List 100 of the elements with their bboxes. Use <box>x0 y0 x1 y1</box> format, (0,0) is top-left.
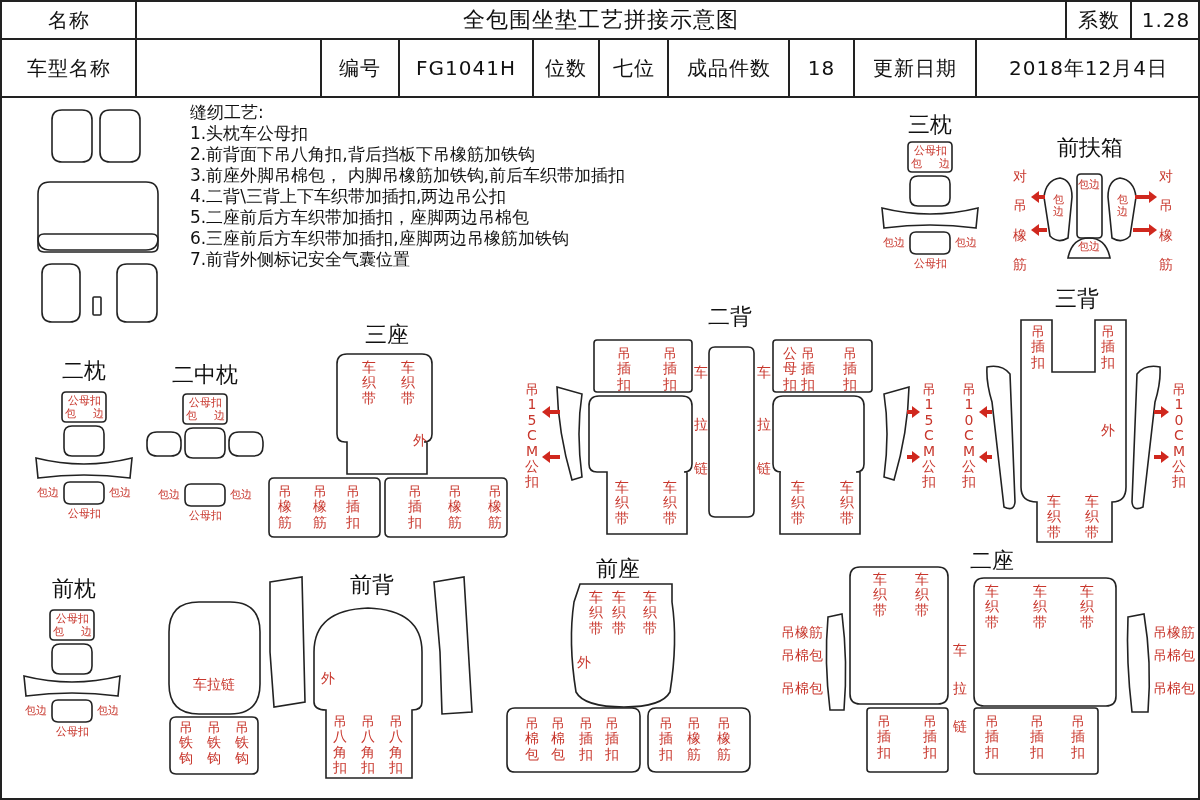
sewing-note: 包边 <box>955 236 977 250</box>
sewing-note: 车织带 <box>1085 494 1099 541</box>
section-heading: 二座 <box>970 548 1014 575</box>
sewing-note: 车织带 <box>1047 494 1061 541</box>
sewing-note: 吊10CM公扣 <box>962 382 976 490</box>
sewing-note: 吊橡筋 <box>488 484 502 531</box>
sewing-note: 公母扣 <box>913 257 947 271</box>
sewing-note: 吊15CM公扣 <box>525 382 539 490</box>
sewing-note: 链 <box>953 718 967 735</box>
sewing-note: 外 <box>413 432 427 449</box>
instruction-text: 6.三座前后方车织带加插扣,座脚两边吊橡筋加铁钩 <box>190 228 570 249</box>
sewing-note: 吊铁钩 <box>179 720 193 767</box>
instruction-text: 3.前座外脚吊棉包， 内脚吊橡筋加铁钩,前后车织带加插扣 <box>190 165 627 186</box>
sewing-note: 车织带 <box>791 480 805 527</box>
sewing-note: 外 <box>1101 422 1115 439</box>
table-cell: 更新日期 <box>855 40 977 98</box>
instruction-text: 1.头枕车公母扣 <box>190 123 310 144</box>
instruction-text: 4.二背\三背上下车织带加插扣,两边吊公扣 <box>190 186 508 207</box>
sewing-note: 吊棉包 <box>1153 680 1195 697</box>
sewing-note: 吊插扣 <box>605 716 619 763</box>
sewing-note: 包边 <box>230 488 252 502</box>
table-cell: FG1041H <box>400 40 534 98</box>
sewing-note: 拉 <box>694 416 708 433</box>
section-heading: 三背 <box>1055 286 1099 313</box>
sewing-note: 公母扣 <box>55 612 89 626</box>
sewing-note: 公母扣 <box>67 394 101 408</box>
table-cell: 七位 <box>600 40 669 98</box>
sewing-note: 车织带 <box>643 590 657 637</box>
sewing-note: 公母扣 <box>55 725 89 739</box>
table-cell: 位数 <box>534 40 600 98</box>
sewing-note: 吊橡筋 <box>1153 624 1195 641</box>
sewing-note: 公母扣 <box>783 346 797 393</box>
sewing-note: 车织带 <box>840 480 854 527</box>
sewing-note: 吊插扣 <box>1031 324 1045 371</box>
table-cell: 全包围坐垫工艺拼接示意图 <box>137 2 1067 40</box>
sewing-note: 公母扣 <box>913 144 947 158</box>
sewing-note: 车织带 <box>615 480 629 527</box>
table-cell: 车型名称 <box>2 40 137 98</box>
table-cell: 2018年12月4日 <box>977 40 1198 98</box>
section-heading: 三枕 <box>908 112 952 139</box>
sewing-note: 包边 <box>109 486 131 500</box>
sewing-note: 包 <box>185 409 197 423</box>
sewing-note: 外 <box>321 670 335 687</box>
sewing-note: 吊插扣 <box>877 714 891 761</box>
table-cell: 1.28 <box>1132 2 1198 40</box>
sewing-note: 吊铁钩 <box>235 720 249 767</box>
sewing-note: 吊插扣 <box>617 346 631 393</box>
section-heading: 二背 <box>708 304 752 331</box>
sewing-note: 吊插扣 <box>1101 324 1115 371</box>
sewing-note: 吊橡筋 <box>313 484 327 531</box>
sewing-note: 车 <box>694 364 708 381</box>
sewing-note: 车织带 <box>873 572 887 619</box>
sewing-note: 车织带 <box>1080 584 1094 631</box>
sewing-note: 吊八角扣 <box>333 714 347 776</box>
section-heading: 三座 <box>365 322 409 349</box>
sewing-note: 车织带 <box>985 584 999 631</box>
sewing-note: 吊八角扣 <box>361 714 375 776</box>
sewing-note: 边 <box>938 157 950 171</box>
sewing-note: 吊插扣 <box>1030 714 1044 761</box>
sewing-note: 公母扣 <box>188 509 222 523</box>
sewing-note: 车织带 <box>915 572 929 619</box>
sewing-note: 吊橡筋 <box>278 484 292 531</box>
sewing-note: 吊棉包 <box>1153 647 1195 664</box>
section-heading: 前背 <box>350 572 394 599</box>
sewing-note: 车织带 <box>589 590 603 637</box>
sewing-note: 吊插扣 <box>923 714 937 761</box>
sewing-note: 包边 <box>37 486 59 500</box>
section-heading: 前扶箱 <box>1057 135 1123 162</box>
sewing-note: 链 <box>694 460 708 477</box>
instruction-text: 2.前背面下吊八角扣,背后挡板下吊橡筋加铁钩 <box>190 144 536 165</box>
section-heading: 二枕 <box>62 358 106 385</box>
sewing-note: 吊八角扣 <box>389 714 403 776</box>
sewing-note: 对吊橡筋 <box>1013 167 1027 275</box>
sewing-note: 吊棉包 <box>525 716 539 763</box>
sewing-note: 拉 <box>757 416 771 433</box>
sewing-note: 吊橡筋 <box>717 716 731 763</box>
sewing-note: 吊铁钩 <box>207 720 221 767</box>
sewing-note: 公母扣 <box>188 396 222 410</box>
sewing-note: 车拉链 <box>193 676 235 693</box>
sewing-note: 包边 <box>158 488 180 502</box>
sewing-note: 吊棉包 <box>551 716 565 763</box>
sewing-note: 包边 <box>1078 178 1100 192</box>
sewing-note: 吊插扣 <box>1071 714 1085 761</box>
instruction-text: 7.前背外侧标记安全气囊位置 <box>190 249 412 270</box>
sewing-note: 车 <box>757 364 771 381</box>
sewing-note: 包边 <box>1116 194 1128 219</box>
sewing-note: 车织带 <box>663 480 677 527</box>
sewing-note: 吊插扣 <box>843 346 857 393</box>
sewing-note: 吊橡筋 <box>687 716 701 763</box>
sewing-note: 拉 <box>953 680 967 697</box>
sewing-note: 车织带 <box>362 360 376 407</box>
sewing-note: 包边 <box>97 704 119 718</box>
sewing-note: 吊插扣 <box>659 716 673 763</box>
sewing-note: 包边 <box>1052 194 1064 219</box>
sewing-note: 吊插扣 <box>408 484 422 531</box>
sewing-note: 车 <box>953 642 967 659</box>
instruction-text: 缝纫工艺: <box>190 102 265 123</box>
sewing-note: 吊橡筋 <box>448 484 462 531</box>
sewing-note: 吊插扣 <box>346 484 360 531</box>
sewing-note: 吊插扣 <box>579 716 593 763</box>
